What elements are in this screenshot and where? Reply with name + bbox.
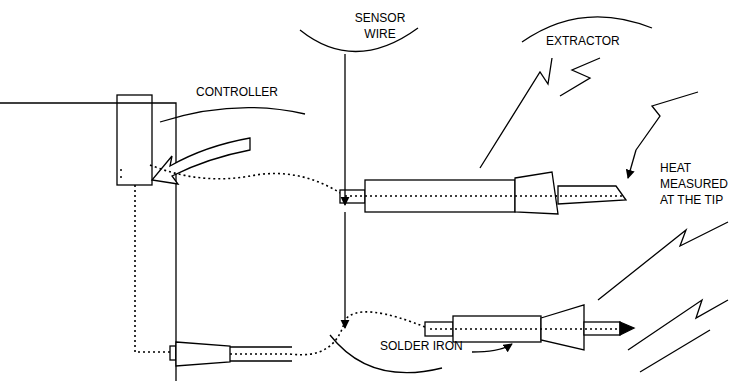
callout-arrow <box>472 344 512 352</box>
sensor-wire <box>344 54 345 205</box>
callout-zigzag <box>560 58 600 96</box>
sensor-wire <box>344 212 345 328</box>
leader-line <box>628 150 636 178</box>
callout-arrow <box>152 138 250 184</box>
callout-label: EXTRACTOR <box>546 33 620 49</box>
callout-arc <box>300 28 418 52</box>
controller-dots <box>120 169 122 178</box>
controller-board <box>117 95 152 185</box>
station-housing <box>0 103 176 381</box>
callout-zigzag <box>480 58 552 168</box>
callout-zigzag <box>598 222 728 300</box>
callout-zigzag <box>636 92 698 150</box>
extractor-tool <box>340 172 626 214</box>
callout-label: SOLDER IRON <box>380 338 463 354</box>
callout-zigzag <box>628 300 728 350</box>
callout-arc <box>160 108 305 122</box>
callout-label: HEAT MEASURED AT THE TIP <box>660 160 730 208</box>
callout-label: CONTROLLER <box>196 84 278 100</box>
callout-label: SENSOR WIRE <box>345 10 415 42</box>
socket-plug <box>170 342 292 366</box>
callout-zigzag <box>640 330 710 372</box>
cable-wiring <box>135 165 628 355</box>
